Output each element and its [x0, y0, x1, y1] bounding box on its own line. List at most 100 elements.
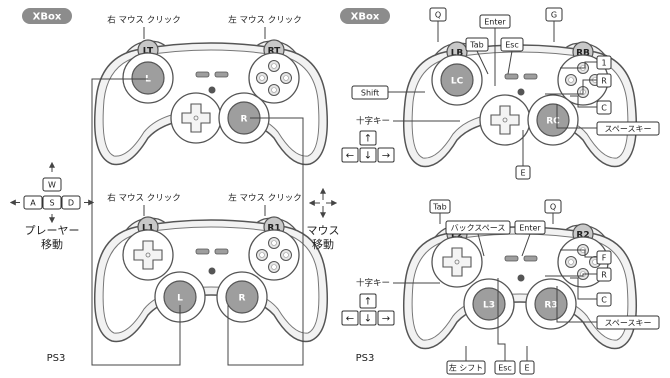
right-stick-label: R3 — [544, 301, 557, 311]
left-stick-label: L — [177, 294, 183, 304]
key-space-bottom: スペースキー — [604, 319, 651, 328]
arrow-key-top-2 — [359, 147, 377, 163]
controller-body — [402, 224, 638, 350]
arrow-key-top-1 — [341, 147, 359, 163]
face-ring — [248, 229, 300, 281]
player-move-label-2: 移動 — [41, 237, 63, 251]
dpad-label-top: 十字キー — [356, 116, 390, 127]
arrow-down-key-icon: ↓ — [364, 151, 372, 162]
arrow-up-key-icon: ↑ — [364, 134, 372, 145]
face-button-inner-icon — [271, 87, 277, 93]
key-w: W — [48, 181, 56, 190]
dpad-center-icon — [145, 252, 151, 258]
shoulder-left-label: L2 — [451, 231, 463, 241]
start-button-icon — [523, 73, 538, 80]
select-button-icon — [195, 248, 210, 255]
key-e-top: E — [520, 169, 525, 178]
key-tab-bottom: Tab — [432, 203, 447, 212]
connector-right-stick-frame — [227, 117, 304, 366]
face-button-inner-icon — [568, 77, 574, 83]
dpad-icon — [442, 247, 472, 277]
key-enter-top: Enter — [484, 18, 506, 27]
arrow-down-key-icon: ↓ — [364, 314, 372, 325]
face-button-inner-icon — [568, 259, 574, 265]
key-d-box — [61, 195, 81, 210]
player-move-label-1: プレーヤー — [25, 224, 80, 237]
start-button-icon — [523, 255, 538, 262]
key-esc-bottom: Esc — [498, 364, 512, 373]
face-button-inner-icon — [271, 264, 277, 270]
left-stick-label: LC — [451, 77, 464, 87]
arrow-key-bottom-1 — [341, 310, 359, 326]
shoulder-right-label: R2 — [576, 231, 589, 241]
badge-ps3-right: PS3 — [356, 353, 375, 364]
shoulder-left-label: L1 — [142, 224, 154, 234]
label-right-click-bottom: 右 マウス クリック — [107, 193, 180, 204]
arrow-right-key-icon: → — [382, 151, 390, 162]
key-f-bottom: F — [602, 254, 607, 263]
face-button-inner-icon — [283, 252, 289, 258]
badge-xbox-left: XBox — [33, 12, 62, 23]
key-enter-bottom: Enter — [519, 224, 541, 233]
controller-body — [93, 217, 329, 343]
connector-left-stick-frame — [91, 78, 181, 366]
key-g-top: G — [551, 11, 557, 20]
shoulder-right-label: RB — [576, 49, 590, 59]
shoulder-left-label: LT — [143, 47, 154, 57]
arrow-key-bottom-0 — [359, 293, 377, 309]
select-button-icon — [504, 255, 519, 262]
shoulder-right-label: R1 — [267, 224, 280, 234]
mouse-move-label-2: 移動 — [312, 237, 334, 251]
dpad-label-bottom: 十字キー — [356, 278, 390, 289]
controller-ps3-left: L1 R1L R — [93, 216, 329, 343]
key-e-bottom: E — [524, 364, 529, 373]
right-stick-label: R — [239, 294, 246, 304]
dpad-center-icon — [454, 259, 460, 265]
arrow-up-key-icon: ↑ — [364, 297, 372, 308]
shoulder-left-label: LB — [451, 49, 464, 59]
conn-r-b — [545, 273, 597, 277]
key-shift-top: Shift — [361, 89, 379, 98]
key-c-top: C — [601, 104, 607, 113]
dpad-center-icon — [193, 115, 199, 121]
home-button-icon — [517, 88, 525, 96]
key-1-top: 1 — [601, 59, 606, 68]
face-button-inner-icon — [283, 75, 289, 81]
home-button-icon — [208, 267, 216, 275]
left-stick-label: L3 — [483, 301, 495, 311]
badge-xbox-right-bg — [340, 8, 390, 24]
face-ring — [248, 52, 300, 104]
conn-esc-b — [497, 278, 506, 361]
right-stick-label: R — [241, 115, 248, 125]
key-esc-top: Esc — [505, 41, 519, 50]
conn-r — [545, 79, 597, 95]
controller-xbox-right: LB RB LC R C — [402, 41, 638, 168]
arrow-left-key-icon: ← — [346, 314, 354, 325]
home-button-icon — [208, 86, 216, 94]
conn-tab — [476, 50, 489, 75]
face-button-inner-icon — [271, 63, 277, 69]
key-q-bottom: Q — [550, 203, 556, 212]
badge-xbox-left-bg — [22, 8, 72, 24]
arrow-key-bottom-3 — [377, 310, 395, 326]
home-button-icon — [517, 274, 525, 282]
arrow-key-top-3 — [377, 147, 395, 163]
dpad-center-icon — [502, 117, 508, 123]
conn-enter-b — [521, 233, 531, 257]
key-w-box — [42, 177, 62, 192]
conn-c — [570, 95, 597, 108]
badge-xbox-right: XBox — [351, 12, 380, 23]
key-r-top: R — [601, 77, 607, 86]
mouse-move-label-1: マウス — [307, 224, 340, 237]
conn-1 — [560, 61, 597, 69]
key-a-box — [23, 195, 43, 210]
dpad-icon — [181, 103, 211, 133]
key-backspace-bottom: バックスペース — [451, 224, 506, 233]
face-button-inner-icon — [259, 75, 265, 81]
left-stick-label-stick — [131, 61, 165, 95]
arrow-left-key-icon: ← — [346, 151, 354, 162]
key-left-shift-bottom: 左 シフト — [449, 363, 484, 373]
